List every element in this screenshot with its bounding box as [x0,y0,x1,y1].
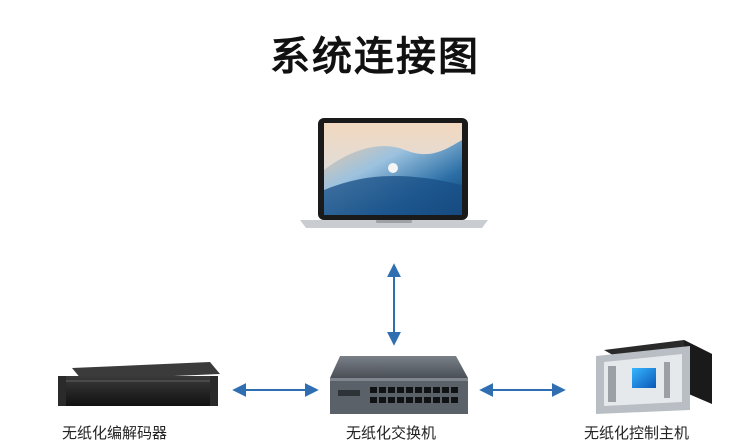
control-server-icon [596,340,712,414]
diagram-title: 系统连接图 [270,34,480,80]
laptop-icon [300,118,488,228]
control-host-label: 无纸化控制主机 [584,424,690,442]
network-switch-icon [330,356,468,414]
rack-device-icon [58,362,220,406]
switch-label: 无纸化交换机 [346,424,437,442]
encoder-label: 无纸化编解码器 [62,424,168,442]
